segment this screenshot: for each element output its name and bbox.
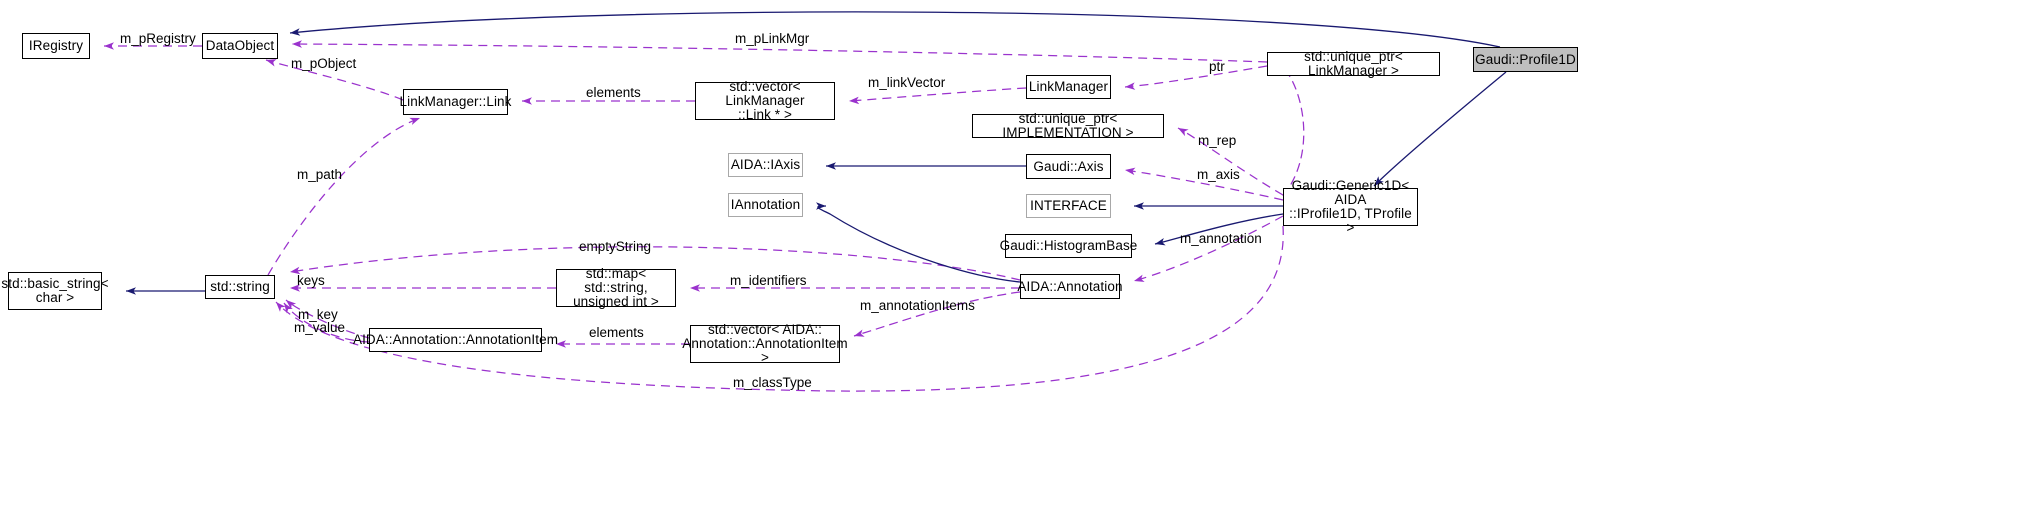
edge-label-m-rep: m_rep — [1198, 133, 1237, 148]
node-label: INTERFACE — [1030, 198, 1107, 213]
node-gaudi-axis[interactable]: Gaudi::Axis — [1026, 154, 1111, 179]
node-label: std::unique_ptr< LinkManager > — [1304, 49, 1403, 78]
edge-label-m-key: m_key — [298, 307, 338, 322]
node-std-string[interactable]: std::string — [205, 275, 275, 299]
node-iannotation[interactable]: IAnnotation — [728, 193, 803, 217]
node-label: std::vector< AIDA:: Annotation::Annotati… — [682, 322, 848, 365]
node-label: std::unique_ptr< IMPLEMENTATION > — [1002, 111, 1134, 140]
node-iregistry[interactable]: IRegistry — [22, 33, 90, 59]
edge-label-m-path: m_path — [297, 167, 343, 182]
node-label: AIDA::Annotation — [1017, 278, 1123, 294]
edge-label-elements-annitem: elements — [589, 325, 644, 340]
edge-label-ptr: ptr — [1209, 59, 1225, 74]
node-label: DataObject — [205, 38, 275, 53]
node-gaudi-profile1d[interactable]: Gaudi::Profile1D — [1473, 47, 1578, 72]
node-label: std::string — [210, 279, 270, 294]
node-label: std::vector< LinkManager ::Link * > — [725, 79, 805, 122]
node-aida-iaxis[interactable]: AIDA::IAxis — [728, 153, 803, 177]
node-dataobject[interactable]: DataObject — [202, 33, 278, 59]
node-gaudi-generic1d[interactable]: Gaudi::Generic1D< AIDA ::IProfile1D, TPr… — [1283, 179, 1418, 235]
node-label: Gaudi::Profile1D — [1475, 51, 1576, 67]
node-label: AIDA::Annotation::AnnotationItem — [352, 332, 559, 347]
node-linkmanager[interactable]: LinkManager — [1026, 75, 1111, 99]
node-label: AIDA::IAxis — [730, 157, 801, 172]
node-unique-ptr-implementation[interactable]: std::unique_ptr< IMPLEMENTATION > — [972, 111, 1164, 140]
edge-label-m-value: m_value — [294, 320, 346, 335]
node-aida-annotation[interactable]: AIDA::Annotation — [1017, 274, 1123, 299]
edge-label-keys: keys — [297, 273, 325, 288]
node-label: Gaudi::HistogramBase — [999, 238, 1138, 253]
node-label: LinkManager — [1028, 79, 1109, 94]
node-std-map-string-uint[interactable]: std::map< std::string, unsigned int > — [556, 266, 676, 309]
edge-label-m-axis: m_axis — [1197, 167, 1240, 182]
node-interface[interactable]: INTERFACE — [1026, 194, 1111, 218]
node-label: std::basic_string< char > — [1, 276, 109, 305]
node-label: IRegistry — [28, 38, 84, 53]
node-gaudi-histogrambase[interactable]: Gaudi::HistogramBase — [1000, 234, 1137, 258]
edge-label-m-linkvector: m_linkVector — [868, 75, 946, 90]
edge-label-m-pobject: m_pObject — [291, 56, 357, 71]
node-std-basic-string[interactable]: std::basic_string< char > — [1, 272, 109, 310]
node-vector-annotation-item[interactable]: std::vector< AIDA:: Annotation::Annotati… — [682, 323, 847, 365]
edge-label-m-annotationitems: m_annotationItems — [860, 298, 975, 313]
edge-label-emptystring: emptyString — [579, 239, 652, 254]
node-vector-linkmanager-link[interactable]: std::vector< LinkManager ::Link * > — [695, 79, 835, 122]
edge-label-m-classtype: m_classType — [733, 375, 812, 390]
node-linkmanager-link[interactable]: LinkManager::Link — [400, 89, 511, 115]
node-label: std::map< std::string, unsigned int > — [573, 266, 659, 309]
node-label: LinkManager::Link — [399, 94, 512, 109]
edge-label-m-annotation: m_annotation — [1180, 231, 1262, 246]
edge-label-m-pregistry: m_pRegistry — [120, 31, 196, 46]
node-annotation-item[interactable]: AIDA::Annotation::AnnotationItem — [353, 328, 558, 352]
edge-label-m-plinkmgr: m_pLinkMgr — [735, 31, 810, 46]
node-unique-ptr-linkmanager[interactable]: std::unique_ptr< LinkManager > — [1267, 49, 1440, 78]
edge-label-elements-link: elements — [586, 85, 641, 100]
node-label: IAnnotation — [730, 197, 801, 212]
node-label: Gaudi::Axis — [1033, 158, 1104, 174]
node-label: Gaudi::Generic1D< AIDA ::IProfile1D, TPr… — [1289, 178, 1412, 235]
edge-label-m-identifiers: m_identifiers — [730, 273, 807, 288]
